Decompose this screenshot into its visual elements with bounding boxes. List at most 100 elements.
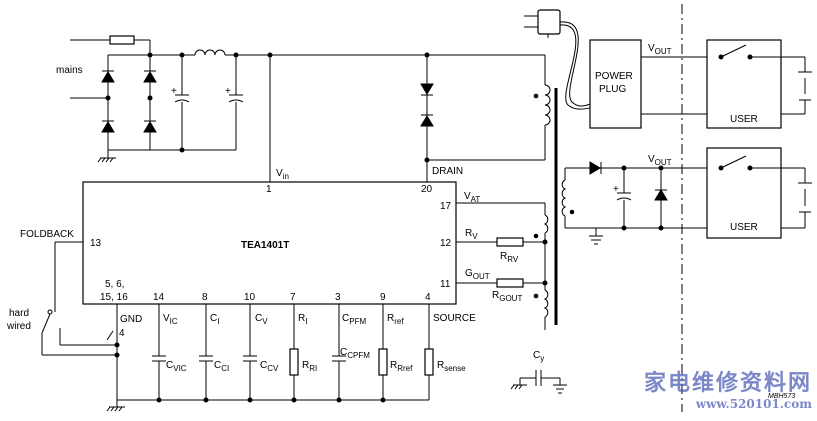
ccv-text: C bbox=[260, 360, 267, 371]
user-box-1: USER bbox=[706, 39, 812, 129]
rv-text: R bbox=[465, 228, 472, 239]
ccpfm-label: CCPFM bbox=[340, 347, 370, 360]
filter-inductor bbox=[194, 49, 226, 56]
ri-sub-text: I bbox=[305, 317, 307, 326]
ri-text: R bbox=[298, 313, 305, 324]
foldback-section: FOLDBACK hard wired 4 GND bbox=[6, 229, 142, 356]
vout2-text: V bbox=[648, 154, 655, 165]
vout1-text: V bbox=[648, 43, 655, 54]
output-diode bbox=[589, 161, 602, 175]
pin-8: 8 bbox=[202, 292, 208, 303]
source-label: SOURCE bbox=[433, 313, 476, 324]
rrref-sub-text: Rref bbox=[397, 364, 413, 373]
gnd-label: GND bbox=[120, 314, 142, 325]
cvic-text: C bbox=[166, 360, 173, 371]
watermark: 家电维修资料网 www.520101.com bbox=[622, 372, 812, 410]
pin-13: 13 bbox=[90, 238, 102, 249]
ccpfm-sub-text: CPFM bbox=[347, 351, 370, 360]
foldback-label: FOLDBACK bbox=[20, 229, 74, 240]
rri-sub-text: RI bbox=[309, 364, 317, 373]
resistor-rrv bbox=[496, 237, 524, 247]
cpfm-text: C bbox=[342, 313, 349, 324]
pin-5-6: 5, 6, bbox=[105, 279, 124, 290]
bridge-diode-4 bbox=[143, 120, 157, 133]
figure-code: MBH573 bbox=[768, 393, 795, 400]
vat-sub-text: AT bbox=[471, 195, 481, 204]
user-2-label: USER bbox=[730, 222, 758, 233]
cy-label: Cy bbox=[533, 350, 544, 363]
svg-text:+: + bbox=[171, 86, 177, 97]
rgout-sub-text: GOUT bbox=[499, 294, 522, 303]
resistor-rgout bbox=[496, 278, 524, 288]
cpfm-label: CPFM bbox=[342, 313, 366, 326]
pin-12: 12 bbox=[440, 238, 452, 249]
transformer bbox=[533, 55, 590, 330]
vout1-sub-text: OUT bbox=[655, 47, 672, 56]
rgout-label: RGOUT bbox=[492, 290, 522, 303]
plug-icon bbox=[524, 9, 561, 38]
rsense-label: Rsense bbox=[437, 360, 466, 373]
pin-4: 4 bbox=[425, 292, 431, 303]
ccv-sub-text: CV bbox=[267, 364, 279, 373]
rv-label: RV bbox=[465, 228, 478, 241]
vat-text: V bbox=[464, 191, 471, 202]
mains-input-section: + + mains bbox=[56, 35, 545, 163]
vout2-sub-text: OUT bbox=[655, 158, 672, 167]
wire-4-label: 4 bbox=[119, 328, 125, 339]
chip-name: TEA1401T bbox=[241, 240, 289, 251]
vout2-label: VOUT bbox=[648, 154, 672, 167]
ground-symbol-mains bbox=[97, 157, 116, 163]
bridge-diode-3 bbox=[101, 120, 115, 133]
vout1-label: VOUT bbox=[648, 43, 672, 56]
aux-winding-connections: VAT RV RRV GOUT RGOUT bbox=[456, 191, 548, 303]
rrref-text: R bbox=[390, 360, 397, 371]
resistor-rsense bbox=[424, 348, 434, 376]
cv-sub-text: V bbox=[262, 317, 268, 326]
vic-text: V bbox=[163, 313, 170, 324]
pin-7: 7 bbox=[290, 292, 296, 303]
power-plug-section: POWER PLUG VOUT bbox=[524, 9, 734, 129]
mains-label: mains bbox=[56, 65, 83, 76]
cci-sub-text: CI bbox=[221, 364, 229, 373]
input-fuse-resistor bbox=[109, 35, 135, 45]
clamp-zener-2 bbox=[420, 114, 434, 127]
pin-1: 1 bbox=[266, 184, 272, 195]
vin-sub-text: in bbox=[283, 172, 289, 181]
cvic-sub-text: VIC bbox=[173, 364, 187, 373]
cpfm-sub-text: PFM bbox=[349, 317, 366, 326]
rsense-text: R bbox=[437, 360, 444, 371]
rrref-label: RRref bbox=[390, 360, 413, 373]
ccpfm-text: C bbox=[340, 347, 347, 358]
filter-capacitor-1: + bbox=[171, 86, 190, 103]
rref-sub-text: ref bbox=[394, 317, 404, 326]
user-1-label: USER bbox=[730, 114, 758, 125]
cci-label: CCI bbox=[214, 360, 229, 373]
gout-label: GOUT bbox=[465, 268, 490, 281]
user-box-2: USER bbox=[706, 147, 812, 239]
rrv-sub-text: RV bbox=[507, 255, 519, 264]
pin-3: 3 bbox=[335, 292, 341, 303]
vic-sub-text: IC bbox=[170, 317, 178, 326]
power-plug-box bbox=[589, 39, 642, 129]
cci-text: C bbox=[214, 360, 221, 371]
pin-11: 11 bbox=[440, 279, 451, 290]
vat-label: VAT bbox=[464, 191, 480, 204]
cv-text: C bbox=[255, 313, 262, 324]
output-zener bbox=[654, 189, 668, 201]
clamp-diode-1 bbox=[420, 83, 434, 96]
ci-label: CI bbox=[210, 313, 219, 326]
pin-10: 10 bbox=[244, 292, 256, 303]
rv-sub-text: V bbox=[472, 232, 478, 241]
vin-label: Vin bbox=[276, 168, 289, 181]
watermark-title: 家电维修资料网 bbox=[643, 370, 812, 396]
pin-20: 20 bbox=[421, 184, 433, 195]
hard-label: hard bbox=[9, 308, 29, 319]
rri-text: R bbox=[302, 360, 309, 371]
power-plug-label-2: PLUG bbox=[599, 84, 626, 95]
pin-14: 14 bbox=[153, 292, 165, 303]
gout-text: G bbox=[465, 268, 473, 279]
bottom-components: VIC CVIC CI CCI CV CCV RI RRI CPFM CCPFM bbox=[106, 304, 476, 412]
rrv-text: R bbox=[500, 251, 507, 262]
cy-text: C bbox=[533, 350, 540, 361]
